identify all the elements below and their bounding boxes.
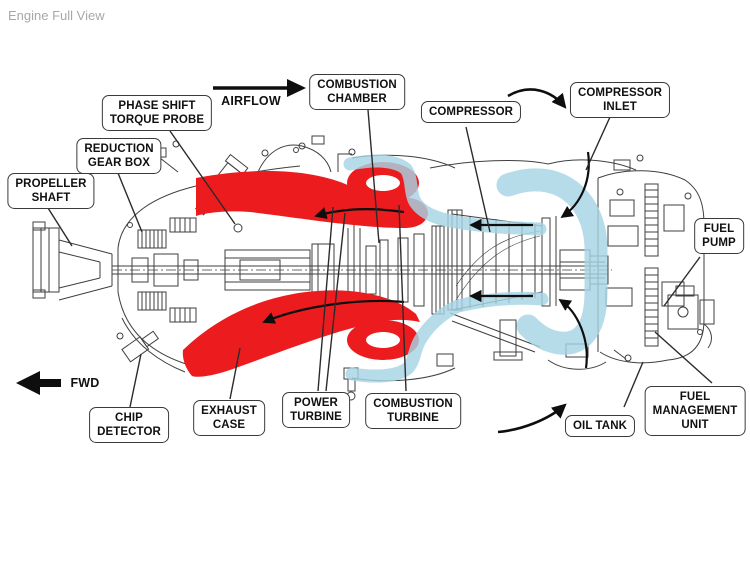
fwd-text: FWD [70,376,100,390]
hot-gas-flow [182,162,428,377]
label-power-turbine[interactable]: POWER TURBINE [282,391,350,429]
flow-direction-arrows [262,151,590,369]
label-reduction-gear-box[interactable]: REDUCTION GEAR BOX [76,137,162,175]
label-combustion-turbine[interactable]: COMBUSTION TURBINE [365,392,461,430]
label-chip-detector[interactable]: CHIP DETECTOR [89,406,169,444]
label-oil-tank[interactable]: OIL TANK [564,414,636,438]
compressor-to-inlet-arrow [507,88,567,109]
label-compressor-inlet[interactable]: COMPRESSOR INLET [569,81,671,119]
label-exhaust-case[interactable]: EXHAUST CASE [193,399,265,437]
label-fuel-pump[interactable]: FUEL PUMP [694,217,744,255]
label-phase-shift-torque-probe[interactable]: PHASE SHIFT TORQUE PROBE [101,94,213,132]
intake-air-flow [343,154,608,383]
fwd-arrow-icon [16,371,61,395]
oil-tank-arrow [497,403,567,434]
annotation-arrows [497,88,567,434]
label-combustion-chamber[interactable]: COMBUSTION CHAMBER [309,73,405,111]
callout-leader-lines [47,109,713,408]
airflow-text: AIRFLOW [221,94,281,108]
airflow-arrow-icon [213,79,306,97]
label-propeller-shaft[interactable]: PROPELLER SHAFT [7,172,95,210]
label-fuel-management-unit[interactable]: FUEL MANAGEMENT UNIT [644,385,746,437]
label-compressor[interactable]: COMPRESSOR [420,100,522,124]
page-title: Engine Full View [8,8,105,23]
